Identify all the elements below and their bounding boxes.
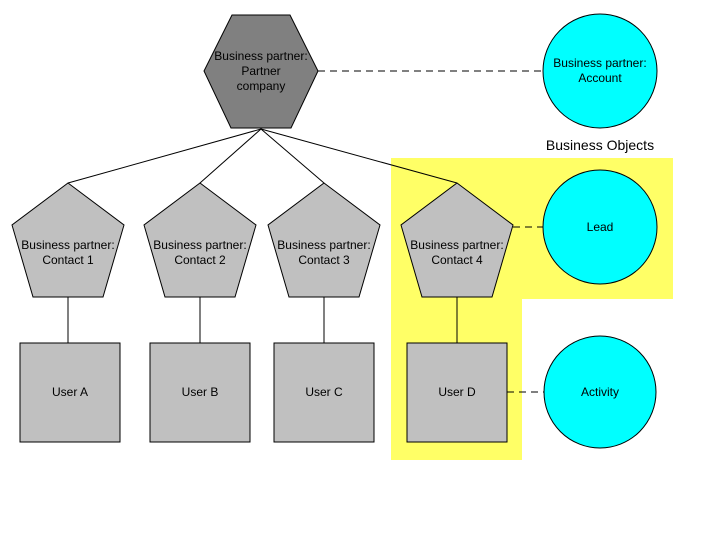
edge-partner-company-contact-3	[260, 128, 325, 184]
account-label-line2: Account	[578, 71, 622, 85]
contact-1-label-line2: Contact 1	[42, 253, 94, 267]
contact-1-label: Business partner: Contact 1	[10, 238, 126, 268]
user-d-label: User D	[438, 385, 476, 399]
contact-3-pentagon	[267, 182, 381, 298]
contact-4-pentagon	[400, 182, 514, 298]
contact-1-label-line1: Business partner:	[21, 238, 115, 252]
partner-company-label-line3: company	[236, 79, 286, 93]
contact-2-label-line2: Contact 2	[174, 253, 226, 267]
contact-2-label-line1: Business partner:	[153, 238, 247, 252]
partner-company-label: Business partner: Partner company	[205, 49, 317, 94]
activity-label: Activity	[580, 385, 619, 399]
edge-partner-company-contact-4	[260, 128, 458, 184]
contact-4-label-line1: Business partner:	[410, 238, 504, 252]
contact-3-label-line2: Contact 3	[298, 253, 350, 267]
user-b-square	[149, 342, 251, 443]
edge-partner-company-contact-1	[67, 128, 262, 184]
contact-2-pentagon	[143, 182, 257, 298]
partner-company-label-line1: Business partner:	[214, 49, 308, 63]
account-label-line1: Business partner:	[553, 56, 647, 70]
lead-circle	[542, 169, 658, 285]
user-d-square	[406, 342, 508, 443]
user-c-square	[273, 342, 375, 443]
contact-3-label-line1: Business partner:	[277, 238, 371, 252]
user-a-square	[19, 342, 121, 443]
account-label: Business partner: Account	[540, 56, 660, 86]
user-a-label: User A	[51, 385, 88, 399]
account-circle	[542, 13, 658, 129]
contact-4-label: Business partner: Contact 4	[399, 238, 515, 268]
partner-company-hexagon	[203, 14, 319, 129]
user-b-label: User B	[181, 385, 219, 399]
contact-3-label: Business partner: Contact 3	[266, 238, 382, 268]
edge-partner-company-contact-2	[199, 128, 262, 184]
contact-1-pentagon	[11, 182, 125, 298]
business-objects-heading: Business Objects	[545, 137, 655, 153]
contact-2-label: Business partner: Contact 2	[142, 238, 258, 268]
partner-company-label-line2: Partner	[241, 64, 281, 78]
contact-4-label-line2: Contact 4	[431, 253, 483, 267]
user-c-label: User C	[305, 385, 343, 399]
lead-label: Lead	[586, 220, 614, 234]
activity-circle	[543, 335, 657, 449]
